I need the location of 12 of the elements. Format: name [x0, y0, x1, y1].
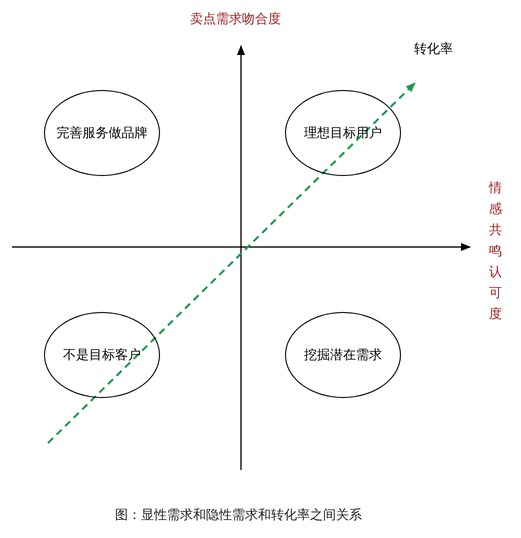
quadrant-ellipse: [44, 90, 160, 176]
axis-label: 卖点需求吻合度: [190, 11, 281, 28]
quadrant-label: 完善服务做品牌: [56, 125, 148, 142]
trend-label: 转化率: [414, 41, 453, 58]
quadrant-label: 不是目标客户: [63, 347, 141, 364]
quadrant-ellipse: [285, 90, 401, 176]
caption: 图：显性需求和隐性需求和转化率之间关系: [115, 507, 362, 524]
quadrant-ellipse: [44, 312, 160, 398]
axis-label: 情感共鸣认可度: [489, 180, 503, 324]
quadrant-label: 挖掘潜在需求: [304, 347, 382, 364]
quadrant-ellipse: [285, 312, 401, 398]
quadrant-label: 理想目标用户: [304, 125, 382, 142]
